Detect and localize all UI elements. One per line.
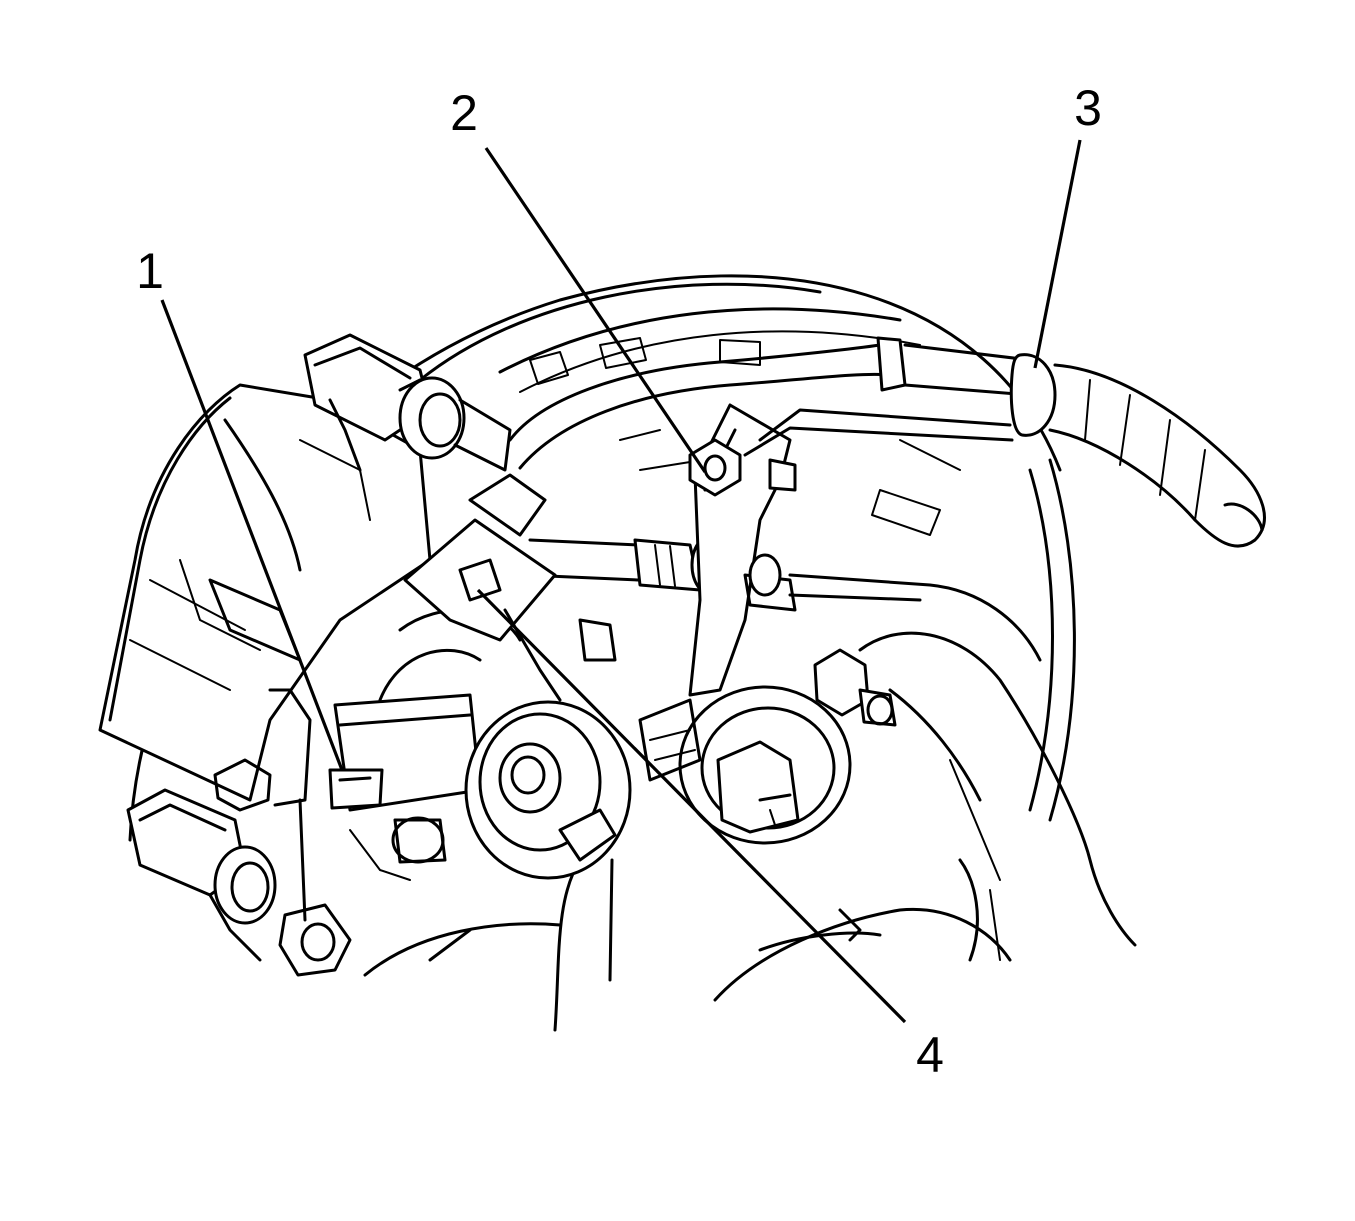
brake-rotor [128,274,1076,842]
steering-knuckle [363,631,1137,1032]
callout-4: 4 [916,1027,944,1083]
callout-3: 3 [1074,80,1102,136]
callout-leaders [160,139,1082,1024]
lower-guide-pin-bolt [213,758,352,977]
brake-hose-bracket [268,688,482,922]
hose-mounting-bracket [688,403,797,697]
leader-line-3 [1033,139,1082,369]
callout-2: 2 [450,85,478,141]
brake-hose [403,473,734,702]
callout-labels: 1 2 3 4 [136,80,1102,1083]
wheel-hub [378,608,632,880]
leader-line-1 [160,299,344,771]
brake-caliper [98,333,432,962]
leader-line-2 [484,147,707,473]
leader-line-4 [476,588,907,1024]
callout-1: 1 [136,243,164,299]
brake-pipe [508,336,1266,662]
wheel-speed-sensor [638,685,852,845]
upper-guide-pin-bolt [398,376,512,472]
hub-stud [578,618,897,727]
